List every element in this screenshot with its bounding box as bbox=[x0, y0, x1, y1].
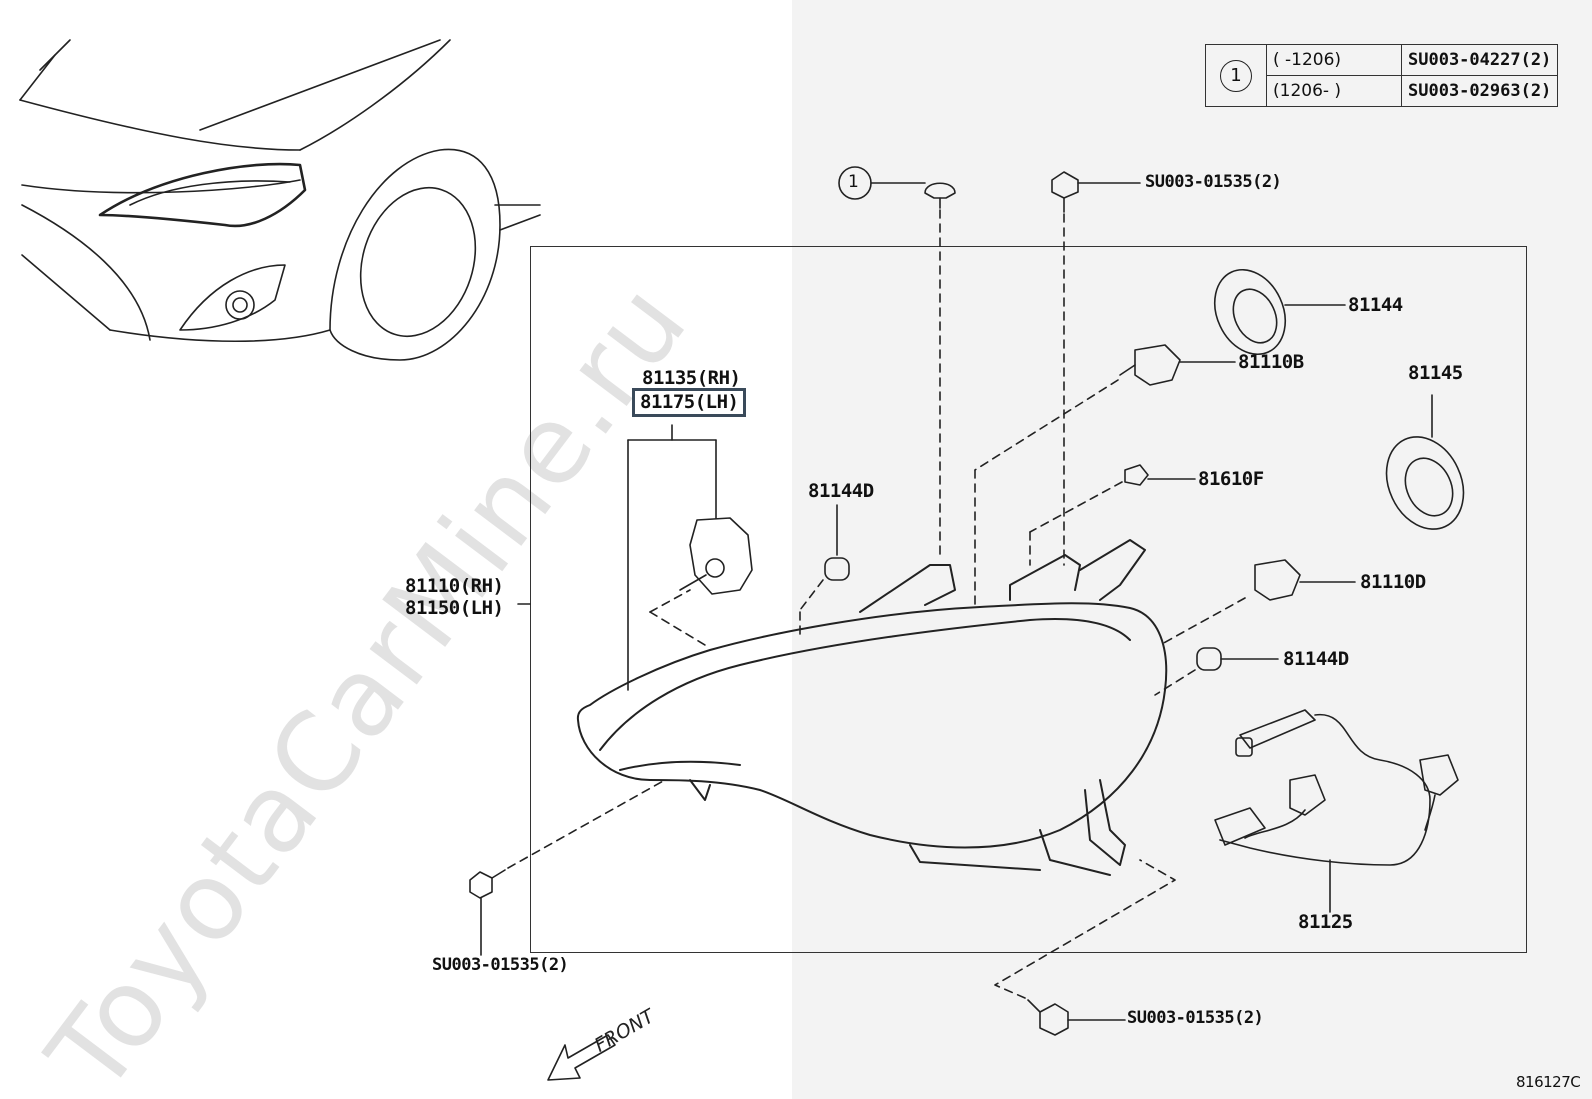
right-components bbox=[799, 268, 1465, 696]
socket-component bbox=[627, 424, 753, 691]
part-81135-label: 81135(RH) bbox=[642, 367, 741, 389]
top-fasteners bbox=[838, 166, 1141, 566]
part-81144-label: 81144 bbox=[1348, 294, 1403, 316]
wiring-harness bbox=[1214, 709, 1459, 913]
part-81110d-label: 81110D bbox=[1360, 571, 1426, 593]
part-81150-label: 81150(LH) bbox=[405, 597, 504, 619]
part-81145-label: 81145 bbox=[1408, 362, 1463, 384]
bolt-bottom-label: SU003-01535(2) bbox=[1127, 1008, 1264, 1028]
reference-part-1: SU003-04227(2) bbox=[1400, 44, 1559, 76]
front-arrow-icon bbox=[547, 1034, 616, 1081]
headlamp-assembly bbox=[576, 539, 1168, 876]
part-81610f-label: 81610F bbox=[1198, 468, 1264, 490]
reference-row-1: 1 ( -1206) SU003-04227(2) bbox=[1205, 44, 1559, 107]
bolt-top-label: SU003-01535(2) bbox=[1145, 172, 1282, 192]
bolt-left-label: SU003-01535(2) bbox=[432, 955, 569, 975]
part-81144d-left-label: 81144D bbox=[808, 480, 874, 502]
part-81110b-label: 81110B bbox=[1238, 351, 1304, 373]
reference-symbol: 1 bbox=[1220, 59, 1252, 92]
part-81175-label: 81175(LH) bbox=[632, 388, 747, 417]
bottom-fasteners bbox=[469, 603, 1176, 1036]
part-81110-label: 81110(RH) bbox=[405, 575, 504, 597]
car-front-sketch bbox=[19, 39, 541, 361]
reference-range-2: (1206- ) bbox=[1266, 75, 1402, 107]
reference-table: 1 ( -1206) SU003-04227(2) (1206- ) SU003… bbox=[1205, 44, 1559, 107]
part-81144d-right-label: 81144D bbox=[1283, 648, 1349, 670]
figure-code: 816127C bbox=[1516, 1073, 1581, 1091]
reference-part-2: SU003-02963(2) bbox=[1400, 75, 1559, 107]
reference-symbol-cell: 1 bbox=[1205, 44, 1267, 107]
assembly-frame bbox=[530, 246, 1527, 953]
reference-row-2: (1206- ) SU003-02963(2) bbox=[1206, 75, 1559, 107]
part-81125-label: 81125 bbox=[1298, 911, 1353, 933]
clip-symbol-label: 1 bbox=[848, 172, 859, 192]
reference-range-1: ( -1206) bbox=[1266, 44, 1402, 76]
